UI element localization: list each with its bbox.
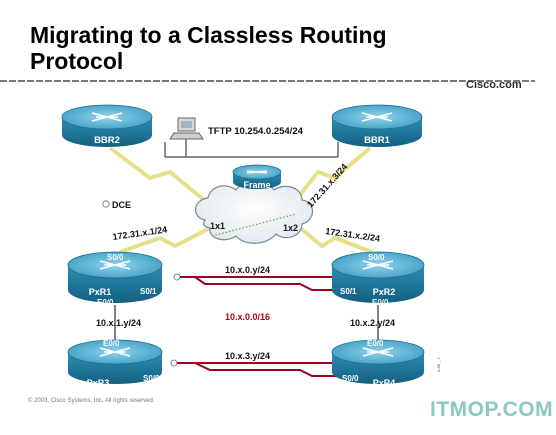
net-x3-label: 10.x.3.y/24 bbox=[225, 351, 270, 361]
pxr1-label: PxR1 bbox=[89, 287, 112, 297]
dlci-1x2-label: 1x2 bbox=[283, 223, 298, 233]
pxr1-s01-label: S0/1 bbox=[140, 287, 157, 296]
pxr1-e00-label: E0/0 bbox=[97, 298, 114, 307]
pxr3-s00-label: S0/0 bbox=[143, 374, 160, 383]
bbr2-label: BBR2 bbox=[94, 135, 120, 146]
pvc-dotted-line bbox=[211, 213, 297, 237]
link-pxr2-cloud bbox=[298, 226, 373, 254]
watermark-text: ITMOP.COM bbox=[430, 398, 554, 421]
router-pxr1: PxR1 S0/0 S0/1 E0/0 bbox=[67, 251, 163, 307]
title-rule bbox=[0, 80, 535, 82]
pxr2-s01-label: S0/1 bbox=[340, 287, 357, 296]
router-pxr2: PxR2 S0/0 S0/1 E0/0 bbox=[331, 251, 425, 307]
pxr2-label: PxR2 bbox=[373, 287, 396, 297]
link-bbr1-cloud bbox=[290, 146, 372, 207]
dce-legend-marker bbox=[102, 200, 110, 208]
dce-label: DCE bbox=[112, 200, 131, 210]
bbr1-label: BBR1 bbox=[364, 135, 391, 146]
title-line-1: Migrating to a Classless Routing bbox=[30, 22, 387, 48]
dce-marker-pxr1 bbox=[173, 273, 181, 281]
pxr4-e00-label: E0/0 bbox=[367, 339, 384, 348]
title-line-2: Protocol bbox=[30, 48, 124, 74]
pxr3-e00-label: E0/0 bbox=[103, 339, 120, 348]
pxr1-s00-label: S0/0 bbox=[107, 253, 124, 262]
net-x2-label: 10.x.2.y/24 bbox=[350, 318, 395, 328]
router-pxr3: PxR3 E0/0 S0/0 bbox=[67, 339, 163, 388]
pxr4-label: PxR4 bbox=[373, 378, 396, 388]
copyright-text: © 2003, Cisco Systems, Inc. All rights r… bbox=[28, 398, 155, 404]
slide-id: 6-88 _ 2 bbox=[436, 357, 441, 372]
dce-marker-pxr3 bbox=[170, 359, 178, 367]
pxr2-s00-label: S0/0 bbox=[368, 253, 385, 262]
pxr4-s00-label: S0/0 bbox=[342, 374, 359, 383]
link-pxr1-cloud bbox=[119, 226, 211, 254]
frame-label: Frame bbox=[243, 180, 270, 190]
router-pxr4: PxR4 E0/0 S0/0 bbox=[331, 339, 425, 388]
pxr2-e00-label: E0/0 bbox=[372, 298, 389, 307]
pxr3-label: PxR3 bbox=[87, 378, 110, 388]
frame-relay-cloud bbox=[195, 180, 314, 244]
net-x0-label: 10.x.0.y/24 bbox=[225, 265, 270, 275]
net-x1-label: 10.x.1.y/24 bbox=[96, 318, 141, 328]
brand-label: Cisco.com bbox=[466, 79, 522, 91]
bbr1-link-label: 172.31.x.3/24 bbox=[305, 162, 349, 210]
link-bbr2-cloud bbox=[108, 146, 212, 207]
router-bbr2: BBR2 bbox=[61, 104, 153, 147]
tftp-label: TFTP 10.254.0.254/24 bbox=[208, 126, 304, 137]
summary-route-label: 10.x.0.0/16 bbox=[225, 312, 270, 322]
slide-title: Migrating to a Classless Routing Protoco… bbox=[30, 22, 530, 74]
frame-switch: Frame bbox=[232, 164, 282, 190]
tftp-server-icon bbox=[169, 117, 204, 140]
router-bbr1: BBR1 bbox=[331, 104, 423, 147]
dlci-1x1-label: 1x1 bbox=[210, 221, 225, 231]
